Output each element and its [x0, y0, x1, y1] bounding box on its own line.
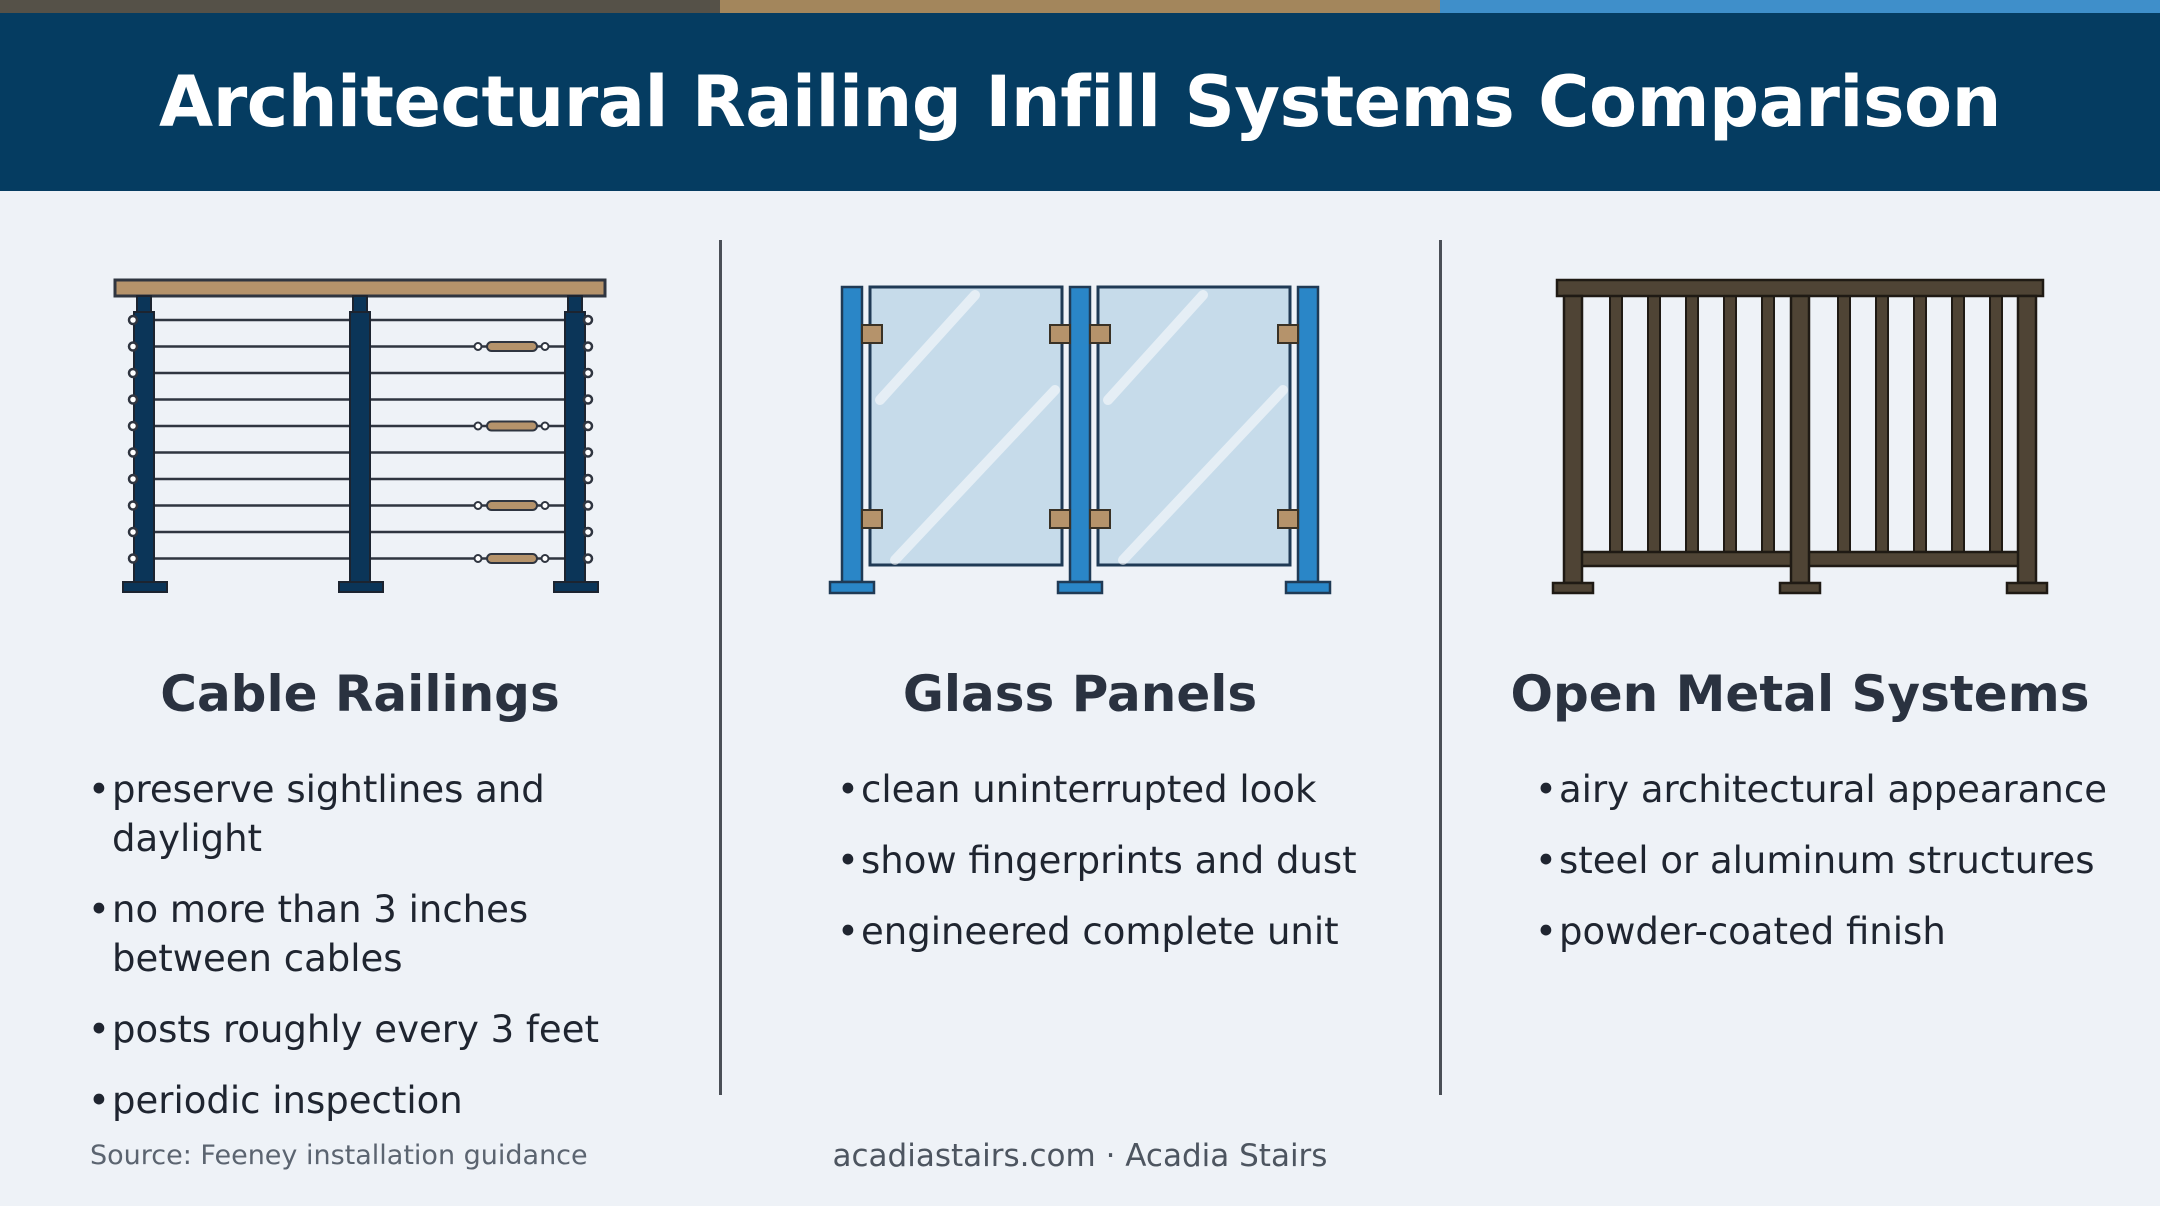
list-item: airy architectural appearance: [1535, 765, 2155, 814]
column-cable-railings: Cable Railings preserve sightlines and d…: [0, 240, 720, 1125]
cable-end-fitting: [582, 420, 594, 432]
site-credit: acadiastairs.com · Acadia Stairs: [832, 1138, 1328, 1174]
strip-segment-3: [1440, 0, 2160, 13]
turnbuckle-eye: [540, 342, 550, 351]
baluster: [1609, 295, 1623, 553]
cable-end-fitting: [127, 367, 139, 379]
glass-panel-illustration: [828, 285, 1332, 595]
cable-end-fitting: [582, 553, 594, 564]
list-item: periodic inspection: [88, 1076, 688, 1125]
cable-end-fitting: [582, 341, 594, 352]
list-item: no more than 3 inches between cables: [88, 885, 688, 983]
list-item: clean uninterrupted look: [837, 765, 1417, 814]
cable-end-fitting: [127, 553, 139, 564]
list-item: powder-coated finish: [1535, 907, 2155, 956]
cable-end-fitting: [582, 473, 594, 485]
metal-baluster-illustration: [1551, 278, 2049, 595]
column-glass-panels: Glass Panels clean uninterrupted look sh…: [720, 240, 1440, 1100]
turnbuckle-eye: [473, 342, 483, 351]
page-title: Architectural Railing Infill Systems Com…: [159, 61, 2001, 143]
cable-end-fitting: [127, 500, 139, 511]
list-item: posts roughly every 3 feet: [88, 1005, 688, 1054]
cable-end-fitting: [582, 447, 594, 458]
cable-end-fitting: [127, 341, 139, 352]
turnbuckle: [486, 420, 538, 432]
bullet-list: clean uninterrupted look show fingerprin…: [837, 765, 1417, 978]
turnbuckle-eye: [540, 554, 550, 563]
cable-end-fitting: [582, 394, 594, 405]
turnbuckle-eye: [473, 554, 483, 563]
baluster: [1723, 295, 1737, 553]
bullet-list: airy architectural appearance steel or a…: [1535, 765, 2155, 978]
cable-end-fitting: [127, 473, 139, 485]
cable-end-fitting: [127, 314, 139, 326]
column-heading: Open Metal Systems: [1510, 665, 2090, 723]
column-open-metal-systems: Open Metal Systems airy architectural ap…: [1440, 240, 2160, 1100]
source-note: Source: Feeney installation guidance: [90, 1140, 588, 1171]
baluster: [1875, 295, 1889, 553]
strip-segment-1: [0, 0, 720, 13]
baluster: [1989, 295, 2003, 553]
column-heading: Glass Panels: [902, 665, 1258, 723]
cable-end-fitting: [127, 526, 139, 538]
list-item: preserve sightlines and daylight: [88, 765, 688, 863]
turnbuckle-eye: [540, 421, 550, 431]
turnbuckle-eye: [473, 501, 483, 510]
cable-end-fitting: [582, 526, 594, 538]
turnbuckle: [486, 553, 538, 564]
baluster: [1647, 295, 1661, 553]
cable-end-fitting: [127, 447, 139, 458]
cable-end-fitting: [127, 394, 139, 405]
baluster: [1837, 295, 1851, 553]
baluster: [1761, 295, 1775, 553]
turnbuckle: [486, 500, 538, 511]
turnbuckle: [486, 341, 538, 352]
baluster: [1685, 295, 1699, 553]
cable-end-fitting: [127, 420, 139, 432]
list-item: steel or aluminum structures: [1535, 836, 2155, 885]
turnbuckle-eye: [540, 501, 550, 510]
baluster: [1913, 295, 1927, 553]
baluster: [1951, 295, 1965, 553]
turnbuckle-eye: [473, 421, 483, 431]
bullet-list: preserve sightlines and daylight no more…: [88, 765, 688, 1147]
cable-railing-illustration: [113, 278, 607, 593]
list-item: show fingerprints and dust: [837, 836, 1417, 885]
column-heading: Cable Railings: [160, 665, 560, 723]
header-banner: Architectural Railing Infill Systems Com…: [0, 13, 2160, 191]
column-divider-2: [1439, 240, 1442, 1095]
cable-end-fitting: [582, 367, 594, 379]
top-color-strip: [0, 0, 2160, 13]
cable-end-fitting: [582, 500, 594, 511]
strip-segment-2: [720, 0, 1440, 13]
cable-end-fitting: [582, 314, 594, 326]
list-item: engineered complete unit: [837, 907, 1417, 956]
column-divider-1: [719, 240, 722, 1095]
